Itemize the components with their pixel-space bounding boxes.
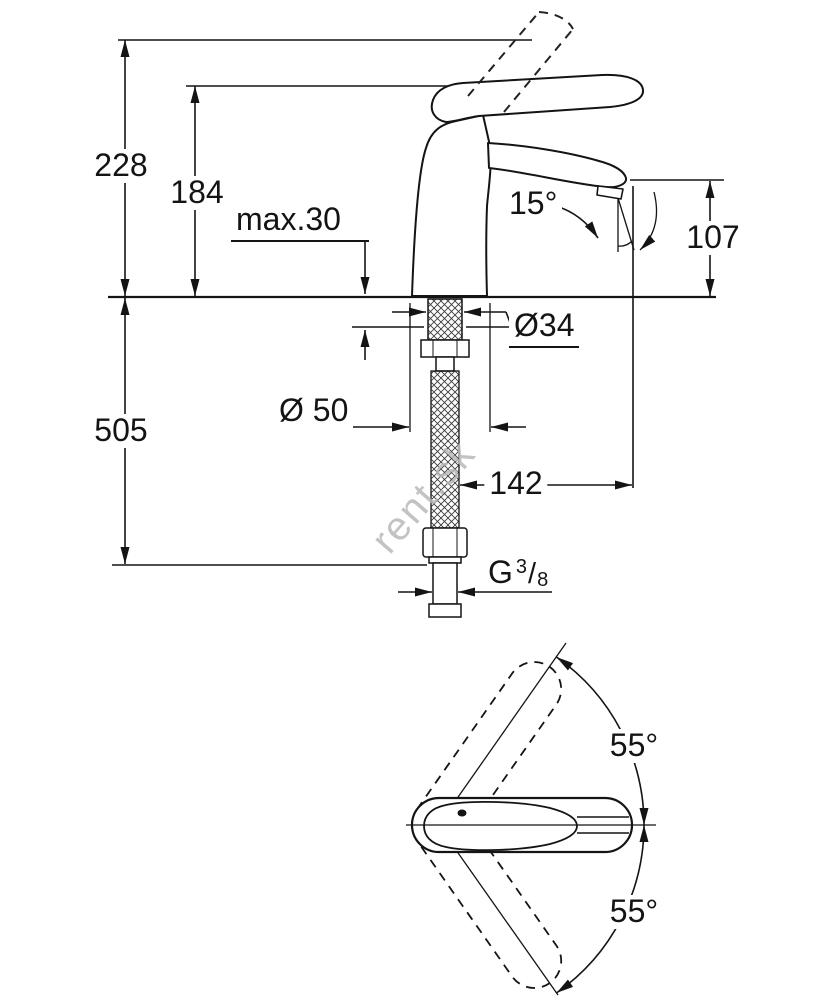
faucet-spout <box>487 142 628 189</box>
angle-small-arc <box>617 240 633 247</box>
dim-spout-angle-label: 15° <box>504 186 563 221</box>
handle-pivot-dot <box>457 809 467 817</box>
swing-angle-down-label: 55° <box>604 894 664 929</box>
lever-raised-dashed <box>467 11 574 113</box>
handle-top-view <box>406 642 656 996</box>
mounting-nut <box>420 339 470 358</box>
connection-pipe <box>432 562 458 605</box>
pipe-end-bell <box>428 603 462 618</box>
spout-angle-detail <box>617 191 658 252</box>
handle-paddle <box>423 801 578 851</box>
dim-base-diameter-label: Ø 50 <box>274 393 354 428</box>
faucet-lever <box>430 73 644 123</box>
dim-spout-height-label: 107 <box>681 220 745 255</box>
threaded-shank <box>427 298 463 341</box>
dashed-lever-edge-right <box>503 28 574 113</box>
handle-stem-lines <box>577 816 629 834</box>
thread-g: G <box>488 554 513 590</box>
thread-denominator: 8 <box>537 569 549 591</box>
dim-total-height-label: 228 <box>89 148 153 183</box>
dim-hole-diameter-label: Ø34 <box>509 308 580 348</box>
dim-reach-label: 142 <box>484 466 548 501</box>
dashed-lever-edge-left <box>467 11 540 97</box>
dim-hose-length-label: 505 <box>89 413 153 448</box>
angle-swing-arc <box>639 191 658 251</box>
dim-deck-thickness-label: max.30 <box>231 202 369 242</box>
faucet-body-outline <box>411 114 492 297</box>
dim-body-height-label: 184 <box>165 175 229 210</box>
dashed-lever-tip <box>538 11 574 30</box>
hex-nut-facets <box>432 528 458 557</box>
ref-lines-base-diameter <box>409 303 491 432</box>
hose-adapter <box>435 356 455 372</box>
thread-slash: / <box>528 558 537 590</box>
hose-hex-nut <box>422 527 468 558</box>
angle-line-down <box>455 849 559 996</box>
under-counter-hardware <box>420 298 470 618</box>
angle-line-up <box>455 642 567 801</box>
hose-collar <box>428 556 462 564</box>
swing-angle-up-label: 55° <box>604 728 664 763</box>
thread-numerator: 3 <box>515 556 528 578</box>
mounting-nut-facets <box>432 340 458 357</box>
spout-aerator <box>596 185 624 200</box>
faucet-side-view <box>411 73 644 297</box>
